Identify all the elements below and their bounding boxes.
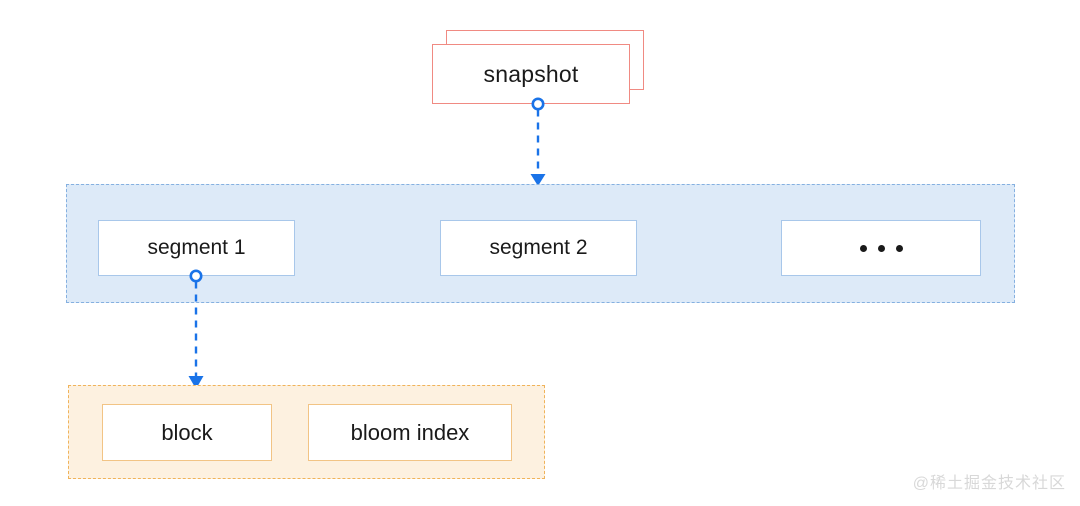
segment-1-label: segment 1 <box>147 236 246 259</box>
connector-arrow-icon <box>188 376 204 389</box>
connector-segment1-to-leafgroup <box>188 269 204 389</box>
segment-more-node[interactable] <box>781 220 981 276</box>
bloom-index-label: bloom index <box>350 419 470 445</box>
segment-1-node[interactable]: segment 1 <box>98 220 295 276</box>
connector-arrow-icon <box>530 174 546 186</box>
bloom-index-node[interactable]: bloom index <box>308 404 512 461</box>
watermark: @稀土掘金技术社区 <box>912 475 1066 492</box>
snapshot-node[interactable]: snapshot <box>432 44 630 104</box>
segment-2-node[interactable]: segment 2 <box>440 220 637 276</box>
block-node[interactable]: block <box>102 404 272 461</box>
connector-start-circle-icon <box>531 97 545 111</box>
connector-snapshot-to-segments <box>530 97 546 186</box>
block-label: block <box>161 419 213 445</box>
segment-2-label: segment 2 <box>489 236 588 259</box>
connector-start-circle-icon <box>189 269 203 283</box>
snapshot-label: snapshot <box>483 60 579 87</box>
ellipsis-icon <box>859 244 903 252</box>
